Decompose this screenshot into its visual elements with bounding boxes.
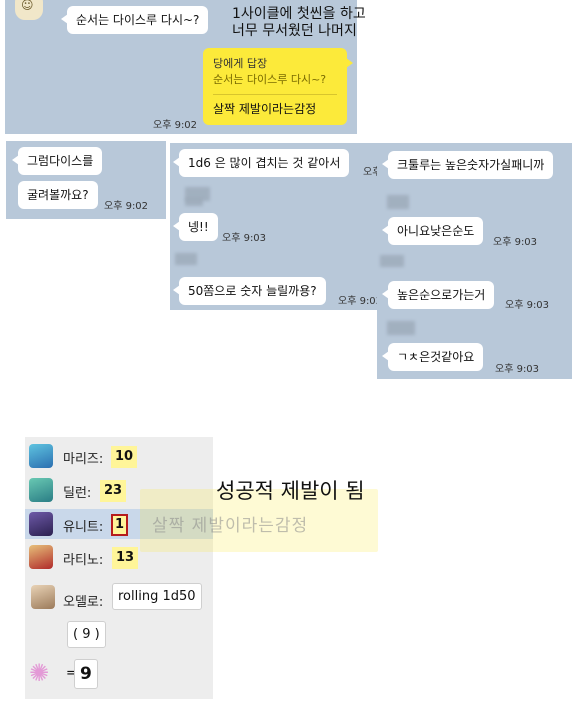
chat-panel-3: 1d6 은 많이 겹치는 것 같아서 오후 넹!! 오후 9:03 50쫌으로 … bbox=[170, 143, 385, 310]
player-avatar[interactable] bbox=[29, 545, 53, 569]
roller-name: 오델로: bbox=[63, 595, 104, 610]
message-text: 50쫌으로 숫자 늘릴까용? bbox=[188, 284, 317, 298]
message-bubble[interactable]: 높은순으로가는거 bbox=[381, 281, 495, 309]
my-reply-bubble[interactable]: 당에게 답장 순서는 다이스루 다시~? 살짝 제발이라는감정 bbox=[203, 48, 353, 125]
chat-panel-1: ☺ 순서는 다이스루 다시~? 1사이클에 첫씬을 하고 너무 무서웠던 나머지… bbox=[5, 0, 366, 134]
message-time: 오후 9:03 bbox=[495, 364, 540, 375]
player-score: 10 bbox=[111, 446, 138, 468]
reply-text: 살짝 제발이라는감정 bbox=[213, 102, 317, 116]
player-name: 딜런: bbox=[63, 486, 92, 501]
chat-panel-2: 그럼다이스를 굴려볼까요? 오후 9:02 bbox=[6, 141, 166, 219]
player-score-highlighted: 1 bbox=[111, 514, 129, 536]
roller-avatar[interactable] bbox=[31, 585, 55, 609]
blurred-sender-name bbox=[380, 255, 404, 267]
player-avatar[interactable] bbox=[29, 478, 53, 502]
faded-reply-text: 살짝 제발이라는감정 bbox=[152, 516, 309, 536]
message-text: 굴려볼까요? bbox=[27, 188, 89, 202]
message-time: 오후 9:02 bbox=[104, 201, 149, 212]
dice-icon: ✺ bbox=[29, 659, 50, 687]
equals-sign: = bbox=[66, 666, 77, 681]
overlay-note-line: 1사이클에 첫씬을 하고 bbox=[232, 6, 366, 22]
message-bubble[interactable]: 아니요낮은순도 bbox=[381, 217, 484, 245]
reply-header: 당에게 답장 bbox=[213, 57, 268, 70]
message-time: 오후 bbox=[363, 167, 382, 178]
message-time: 오후 9:03 bbox=[493, 237, 538, 248]
blurred-sender-name bbox=[387, 321, 415, 335]
message-text: 1d6 은 많이 겹치는 것 같아서 bbox=[188, 156, 341, 170]
player-row: 딜런: 23 bbox=[25, 475, 213, 505]
blurred-sender-name bbox=[185, 198, 203, 206]
caption-text: 성공적 제발이 됨 bbox=[216, 479, 365, 503]
message-bubble[interactable]: 크툴루는 높은숫자가실패니까 bbox=[381, 151, 554, 179]
player-avatar[interactable] bbox=[29, 512, 53, 536]
final-result[interactable]: 9 bbox=[74, 659, 98, 689]
blurred-sender-name bbox=[175, 253, 197, 265]
message-bubble[interactable]: 넹!! bbox=[173, 213, 218, 241]
player-name: 마리즈: bbox=[63, 452, 104, 467]
message-text: 순서는 다이스루 다시~? bbox=[76, 13, 200, 27]
message-bubble[interactable]: 굴려볼까요? bbox=[18, 181, 98, 209]
blurred-sender-name bbox=[185, 187, 210, 201]
message-bubble[interactable]: 그럼다이스를 bbox=[11, 147, 103, 175]
message-bubble[interactable]: 50쫌으로 숫자 늘릴까용? bbox=[173, 277, 326, 305]
message-text: 크툴루는 높은숫자가실패니까 bbox=[397, 158, 545, 172]
message-bubble[interactable]: 1d6 은 많이 겹치는 것 같아서 bbox=[172, 149, 350, 177]
player-score: 23 bbox=[100, 480, 127, 502]
roll-command[interactable]: rolling 1d50 bbox=[112, 583, 202, 610]
message-time: 오후 9:03 bbox=[338, 296, 383, 307]
message-bubble[interactable]: 순서는 다이스루 다시~? bbox=[60, 6, 209, 34]
player-name: 유니트: bbox=[63, 520, 104, 535]
player-row: 마리즈: 10 bbox=[25, 441, 213, 471]
face-icon: ☺ bbox=[21, 0, 34, 12]
message-text: 높은순으로가는거 bbox=[397, 288, 486, 302]
dice-result-panel: 마리즈: 10 딜런: 23 유니트: 1 라티노: 13 오델로: rolli… bbox=[25, 437, 213, 699]
sender-avatar[interactable]: ☺ bbox=[15, 0, 43, 20]
message-time: 오후 9:02 bbox=[153, 120, 198, 131]
message-bubble[interactable]: ㄱㅊ은것같아요 bbox=[381, 343, 484, 371]
roll-result[interactable]: ( 9 ) bbox=[67, 621, 106, 648]
message-text: ㄱㅊ은것같아요 bbox=[397, 350, 475, 364]
message-time: 오후 9:03 bbox=[222, 233, 267, 244]
player-avatar[interactable] bbox=[29, 444, 53, 468]
message-text: 아니요낮은순도 bbox=[397, 224, 475, 238]
player-row: 라티노: 13 bbox=[25, 542, 213, 572]
chat-panel-4: 크툴루는 높은숫자가실패니까 아니요낮은순도 오후 9:03 높은순으로가는거 … bbox=[377, 143, 572, 379]
player-row-selected: 유니트: 1 bbox=[25, 509, 213, 539]
player-name: 라티노: bbox=[63, 553, 104, 568]
message-text: 그럼다이스를 bbox=[27, 154, 94, 168]
player-score: 13 bbox=[112, 547, 139, 569]
reply-quote: 순서는 다이스루 다시~? bbox=[213, 73, 327, 86]
message-time: 오후 9:03 bbox=[505, 300, 550, 311]
blurred-sender-name bbox=[387, 195, 409, 209]
message-text: 넹!! bbox=[188, 220, 209, 234]
reply-divider bbox=[213, 94, 337, 95]
overlay-note-line: 너무 무서웠던 나머지 bbox=[232, 23, 357, 39]
faded-reply-bubble bbox=[140, 489, 378, 552]
